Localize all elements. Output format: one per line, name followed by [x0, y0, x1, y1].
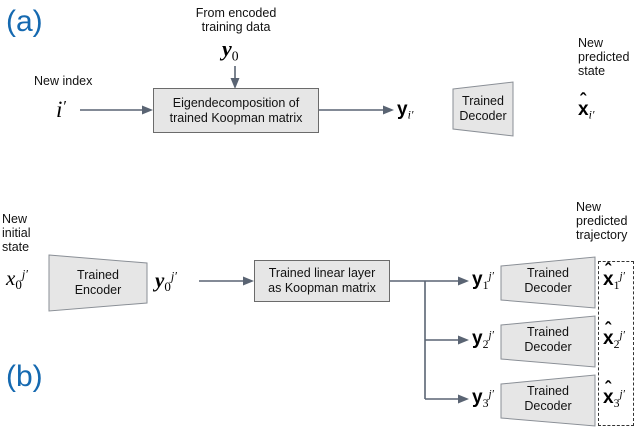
block-encoder-label: Trained Encoder: [74, 267, 122, 297]
caption-new-predicted-state: New predicted state: [578, 36, 630, 78]
block-trained-linear-layer-koopman[interactable]: Trained linear layer as Koopman matrix: [254, 260, 390, 302]
symbol-xhat2: x̂2j′: [603, 328, 625, 351]
symbol-x0-panel-b: x0j′: [6, 266, 28, 293]
symbol-y0-panel-a: y0: [222, 36, 239, 64]
symbol-y1: y1j′: [472, 269, 494, 292]
block-encoder-shape[interactable]: [48, 250, 148, 316]
arrow-eigendecomposition-to-y: [319, 105, 394, 115]
symbol-xhat1: x̂1j′: [603, 269, 625, 292]
predicted-trajectory-group-box: [598, 261, 634, 426]
block-decoder-label-panel-a: Trained Decoder: [459, 94, 507, 123]
caption-from-encoded-training-data: From encoded training data: [195, 6, 277, 34]
arrow-encoder-output-to-koopman: [199, 276, 254, 286]
arrow-index-to-eigendecomposition: [80, 105, 153, 115]
arrow-bus-to-y2: [425, 335, 469, 345]
block-decoder-shape-row-3[interactable]: [500, 374, 596, 428]
symbol-y3: y3j′: [472, 387, 494, 410]
arrow-y0-to-eigendecomposition: [230, 66, 240, 89]
panel-label-a: (a): [6, 5, 43, 38]
block-decoder-shape-row-1[interactable]: [500, 256, 596, 310]
block-decoder-shape-panel-a[interactable]: [452, 78, 514, 140]
symbol-xhat3: x̂3j′: [603, 387, 625, 410]
panel-label-b: (b): [6, 360, 43, 393]
block-decoder-label-row-3: Trained Decoder: [524, 384, 572, 413]
block-decoder-label-row-1: Trained Decoder: [524, 266, 572, 295]
symbol-y0-panel-b: y0j′: [155, 268, 177, 295]
symbol-i-prime: i′: [56, 97, 66, 122]
caption-new-predicted-trajectory: New predicted trajectory: [576, 200, 628, 242]
block-decoder-label-row-2: Trained Decoder: [524, 325, 572, 354]
block-decoder-shape-row-2[interactable]: [500, 315, 596, 369]
arrow-bus-to-y3: [425, 394, 469, 404]
symbol-y2: y2j′: [472, 328, 494, 351]
symbol-y-iprime: yi′: [397, 99, 414, 122]
symbol-xhat-iprime: x̂i′: [578, 99, 595, 122]
arrow-koopman-bus: [390, 280, 426, 399]
caption-new-initial-state: New initial state: [2, 212, 31, 254]
block-eigendecomposition[interactable]: Eigendecomposition of trained Koopman ma…: [153, 88, 319, 133]
arrow-bus-to-y1: [425, 276, 469, 286]
caption-new-index: New index: [34, 74, 93, 88]
